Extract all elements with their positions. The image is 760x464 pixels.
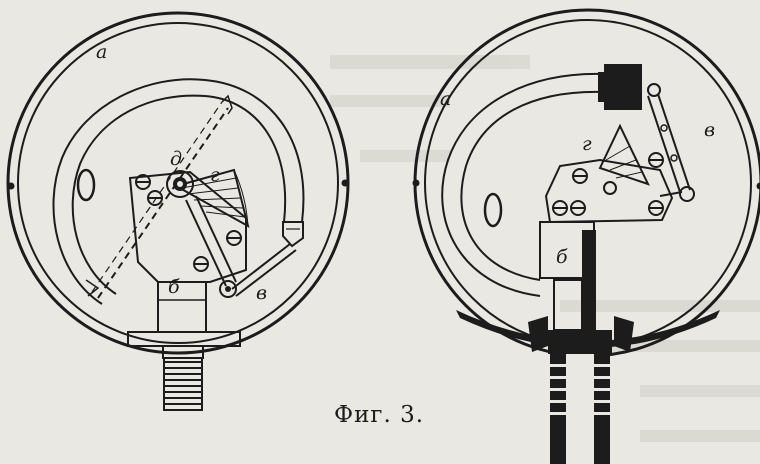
left-label-a: а <box>96 41 107 63</box>
right-gauge: а г в б <box>412 8 760 464</box>
right-label-v: в <box>704 119 715 141</box>
right-label-g: г <box>582 133 592 155</box>
right-label-b: б <box>556 246 568 268</box>
right-label-a: а <box>440 88 451 110</box>
left-label-v: в <box>256 282 267 304</box>
show-through-texture <box>330 55 760 442</box>
left-label-b: б <box>168 276 180 298</box>
left-label-d: д <box>170 148 182 170</box>
left-label-g: г <box>210 164 220 186</box>
figure-caption: Фиг. 3. <box>334 402 424 428</box>
left-gauge: а д г б в <box>6 11 350 411</box>
